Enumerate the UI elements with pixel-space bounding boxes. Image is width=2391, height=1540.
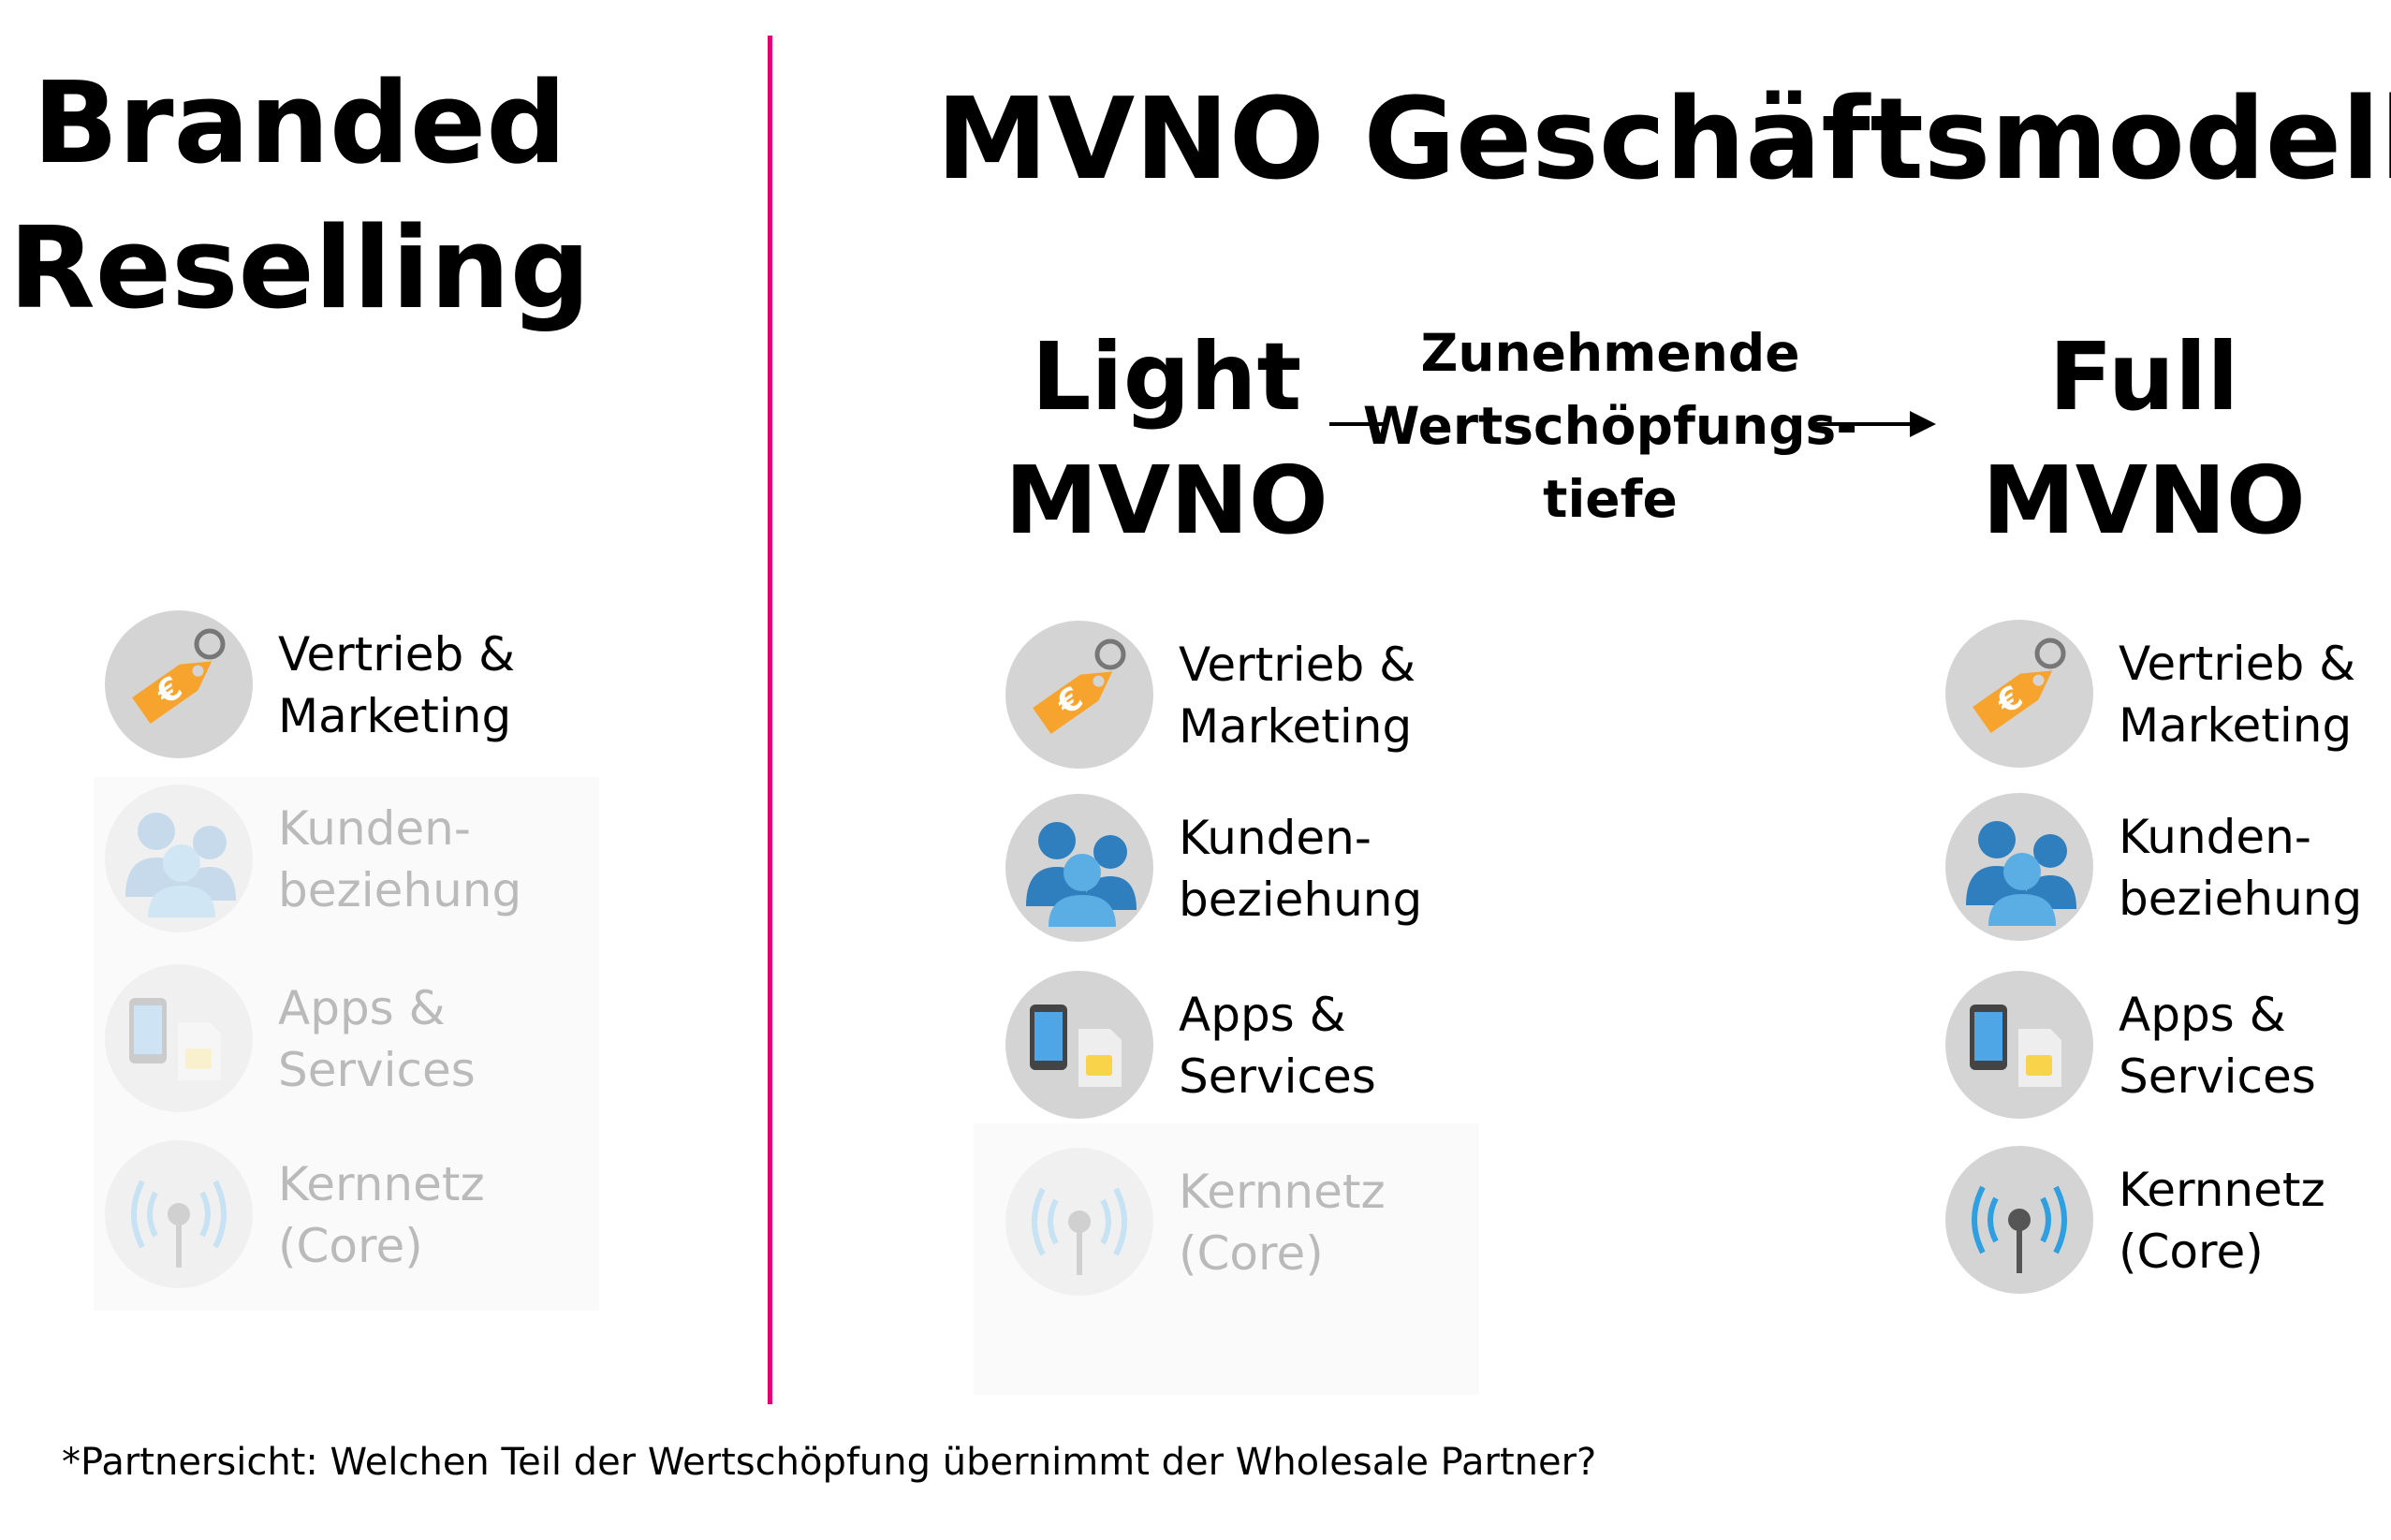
vertical-divider — [768, 36, 772, 1404]
full-mvno-title: Full MVNO — [1982, 322, 2306, 555]
footnote: *Partnersicht: Welchen Teil der Wertschö… — [62, 1441, 1597, 1484]
branded-item-core: Kernnetz (Core) — [105, 1140, 667, 1299]
light-item-customer: Kunden- beziehung — [1005, 794, 1567, 953]
people-icon — [105, 785, 253, 932]
faded-area-light — [974, 1123, 1479, 1395]
full-item-core: Kernnetz (Core) — [1945, 1146, 2391, 1305]
branded-item-sales: € Vertrieb & Marketing — [105, 610, 667, 770]
phone-sim-icon — [1005, 971, 1153, 1119]
arrow-line-left — [1329, 422, 1386, 426]
value-depth-arrow-label: Zunehmende Wertschöpfungs- tiefe — [1362, 323, 1858, 529]
full-item-customer: Kunden- beziehung — [1945, 793, 2391, 952]
light-item-core: Kernnetz (Core) — [1005, 1148, 1567, 1307]
antenna-icon — [1005, 1148, 1153, 1296]
phone-sim-icon — [105, 964, 253, 1112]
branded-item-apps: Apps & Services — [105, 964, 667, 1123]
full-item-apps: Apps & Services — [1945, 971, 2391, 1130]
light-item-sales: € Vertrieb & Marketing — [1005, 621, 1567, 780]
full-item-sales: € Vertrieb & Marketing — [1945, 620, 2391, 779]
faded-area-branded — [94, 777, 599, 1311]
price-tag-euro-icon: € — [1005, 621, 1153, 769]
people-icon — [1945, 793, 2093, 941]
light-item-apps: Apps & Services — [1005, 971, 1567, 1130]
light-mvno-title: Light MVNO — [1005, 322, 1328, 555]
people-icon — [1005, 794, 1153, 942]
antenna-icon — [1945, 1146, 2093, 1294]
arrow-line-right — [1816, 422, 1914, 426]
branded-reselling-title: Branded Reselling — [8, 59, 591, 334]
price-tag-euro-icon: € — [1945, 620, 2093, 768]
price-tag-euro-icon: € — [105, 610, 253, 758]
arrow-head — [1910, 411, 1936, 437]
branded-item-customer: Kunden- beziehung — [105, 785, 667, 944]
phone-sim-icon — [1945, 971, 2093, 1119]
mvno-business-models-title: MVNO Geschäftsmodelle — [936, 75, 2391, 205]
antenna-icon — [105, 1140, 253, 1288]
